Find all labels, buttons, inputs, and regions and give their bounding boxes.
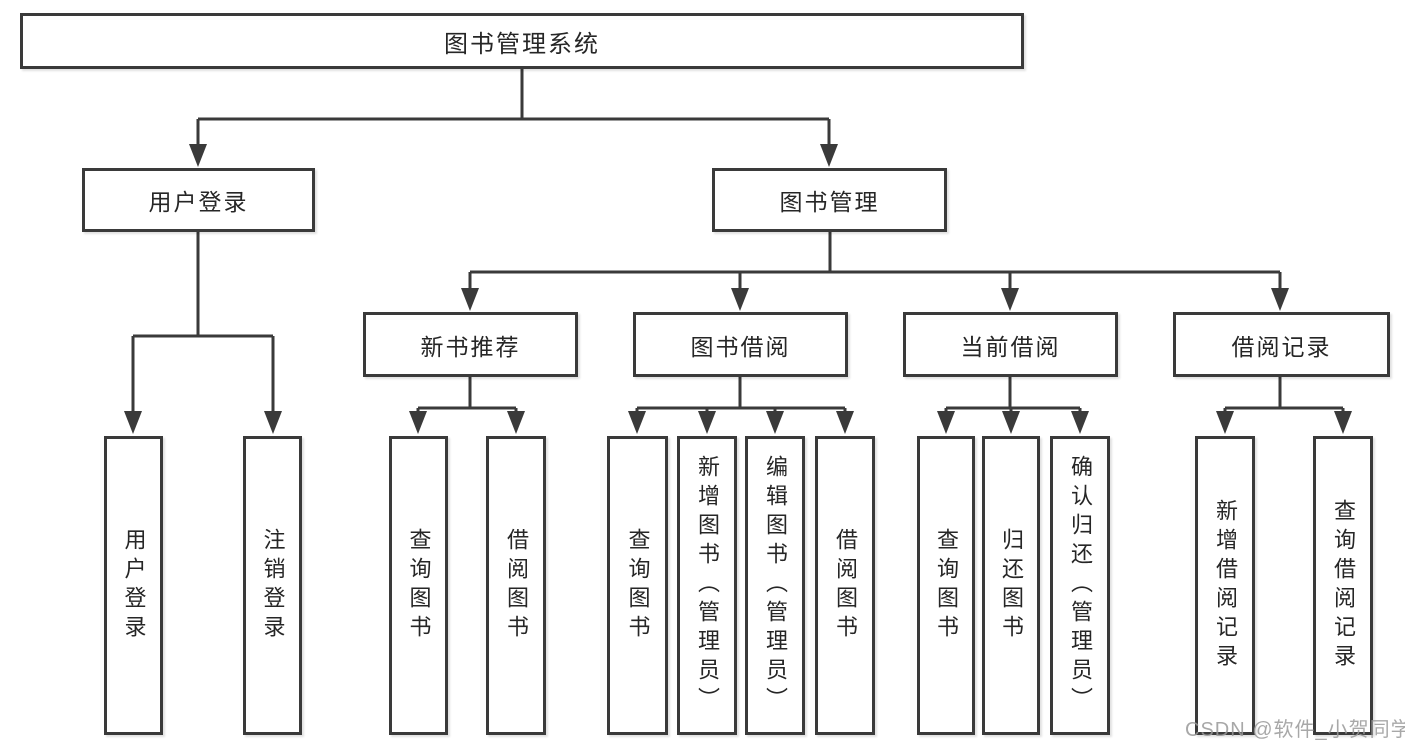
node-current-borrow: 当前借阅 bbox=[903, 312, 1118, 377]
leaf-label: 注销登录 bbox=[260, 527, 286, 644]
node-label: 当前借阅 bbox=[960, 333, 1061, 360]
node-book-management: 图书管理 bbox=[712, 168, 947, 232]
leaf-label: 用户登录 bbox=[121, 527, 147, 644]
node-label: 图书管理系统 bbox=[444, 30, 600, 58]
node-label: 图书管理 bbox=[779, 189, 880, 215]
connector-user-login-to-leaves bbox=[124, 232, 282, 434]
node-label: 图书借阅 bbox=[690, 333, 791, 360]
leaf-query-books-newbook: 查询图书 bbox=[389, 436, 448, 735]
leaf-label: 新增借阅记录 bbox=[1213, 498, 1238, 673]
node-label: 用户登录 bbox=[148, 189, 249, 215]
leaf-confirm-return-admin: 确认归还（管理员） bbox=[1050, 436, 1110, 735]
leaf-logout-login: 注销登录 bbox=[243, 436, 302, 735]
node-user-login: 用户登录 bbox=[82, 168, 315, 232]
connector-book-management-to-level3 bbox=[461, 232, 1289, 311]
node-label: 新书推荐 bbox=[420, 333, 521, 360]
csdn-watermark: CSDN @软件_小贺同学 bbox=[1185, 719, 1405, 741]
connector-new-book-to-leaves bbox=[409, 377, 525, 434]
leaf-label: 查询图书 bbox=[406, 527, 432, 644]
leaf-add-books-admin: 新增图书（管理员） bbox=[677, 436, 737, 735]
connector-root-to-level2 bbox=[189, 69, 838, 167]
leaf-label: 借阅图书 bbox=[833, 527, 858, 644]
leaf-label: 新增图书（管理员） bbox=[695, 455, 720, 716]
leaf-add-borrow-record: 新增借阅记录 bbox=[1195, 436, 1255, 735]
node-label: 借阅记录 bbox=[1231, 333, 1332, 360]
node-book-borrow: 图书借阅 bbox=[633, 312, 848, 377]
leaf-label: 查询图书 bbox=[934, 527, 959, 644]
leaf-borrow-books-newbook: 借阅图书 bbox=[486, 436, 546, 735]
leaf-user-login: 用户登录 bbox=[104, 436, 163, 735]
leaf-edit-books-admin: 编辑图书（管理员） bbox=[745, 436, 805, 735]
connector-borrow-records-to-leaves bbox=[1216, 377, 1352, 434]
leaf-label: 查询借阅记录 bbox=[1331, 498, 1356, 673]
leaf-label: 归还图书 bbox=[999, 527, 1024, 644]
leaf-query-books-borrow: 查询图书 bbox=[607, 436, 668, 735]
leaf-label: 编辑图书（管理员） bbox=[763, 455, 788, 716]
leaf-query-books-current: 查询图书 bbox=[917, 436, 975, 735]
leaf-label: 借阅图书 bbox=[504, 527, 529, 644]
leaf-borrow-books: 借阅图书 bbox=[815, 436, 875, 735]
connector-book-borrow-to-leaves bbox=[628, 377, 854, 434]
node-new-book-recommend: 新书推荐 bbox=[363, 312, 578, 377]
node-borrow-records: 借阅记录 bbox=[1173, 312, 1390, 377]
leaf-return-books: 归还图书 bbox=[982, 436, 1040, 735]
node-library-management-system: 图书管理系统 bbox=[20, 13, 1024, 69]
leaf-label: 查询图书 bbox=[625, 527, 651, 644]
leaf-query-borrow-record: 查询借阅记录 bbox=[1313, 436, 1373, 735]
connector-current-borrow-to-leaves bbox=[937, 377, 1089, 434]
leaf-label: 确认归还（管理员） bbox=[1068, 455, 1093, 716]
